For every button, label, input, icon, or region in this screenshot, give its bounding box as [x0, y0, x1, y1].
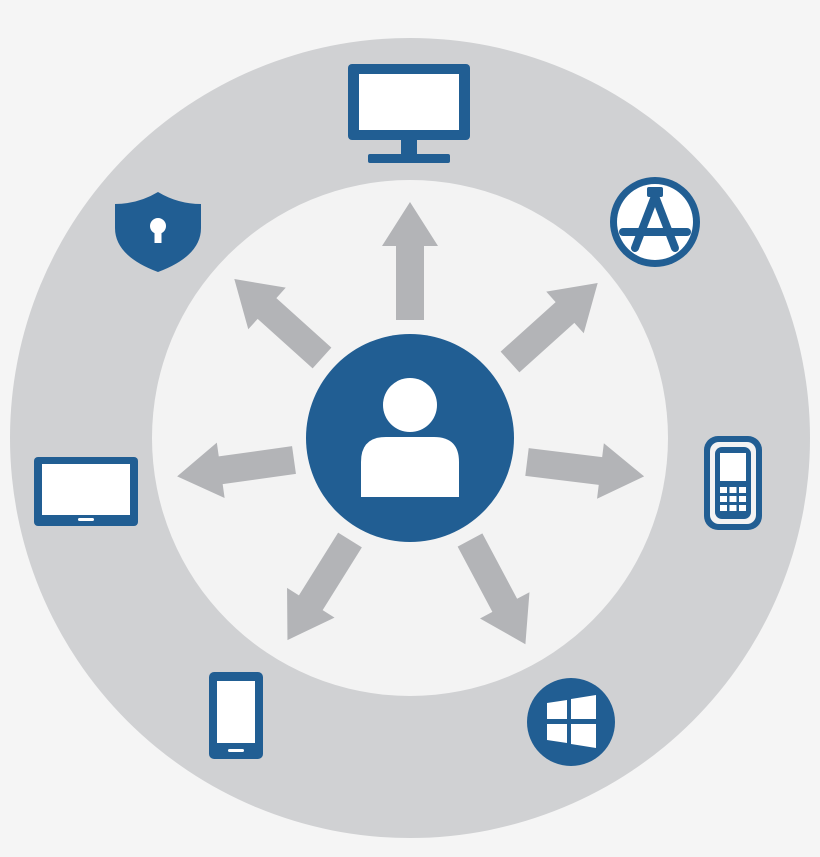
center-user — [306, 334, 514, 542]
user-icon — [361, 378, 459, 497]
windows-logo-icon — [527, 678, 615, 766]
app-store-icon — [610, 177, 700, 267]
desktop-monitor-icon — [348, 64, 470, 163]
rugged-handheld-icon — [704, 436, 762, 530]
tablet-icon — [34, 457, 138, 526]
security-shield-icon — [115, 192, 201, 272]
smartphone-icon — [209, 672, 263, 759]
